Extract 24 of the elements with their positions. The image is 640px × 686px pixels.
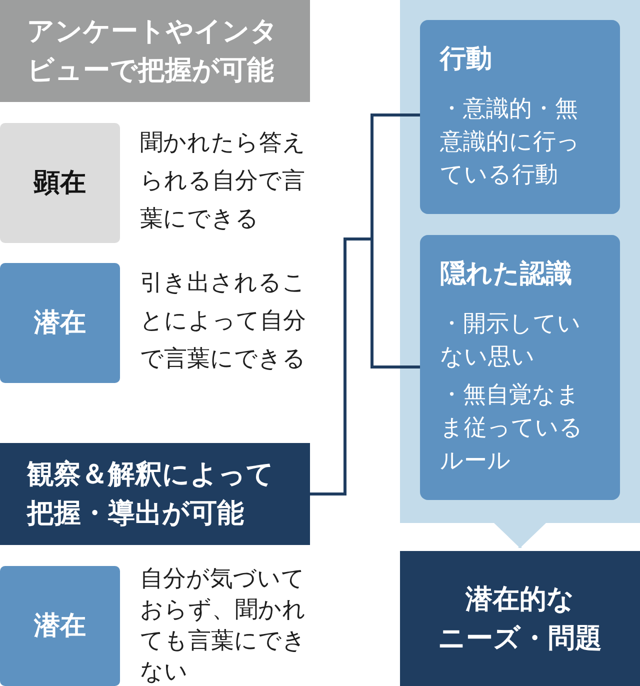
bullet-text: ・無自覚なまま従っているルール	[440, 381, 584, 476]
info-card	[420, 20, 620, 214]
category-tile	[0, 263, 120, 383]
description-text: 引き出されることによって自分で言葉にできる	[140, 269, 307, 374]
header-banner	[0, 443, 310, 545]
banner-text: 観察＆解釈によって把握・導出が可能	[27, 458, 275, 531]
category-label: 顕在	[34, 167, 86, 199]
info-card	[420, 235, 620, 500]
category-tile	[0, 123, 120, 243]
header-banner	[0, 0, 310, 102]
category-tile	[0, 566, 120, 686]
description-text: 自分が気づいておらず、聞かれても言葉にできない	[140, 565, 307, 686]
description-text: 聞かれたら答えられる自分で言葉にできる	[140, 129, 307, 234]
highlight-panel	[400, 0, 640, 523]
bullet-text: ・開示していない思い	[440, 310, 582, 372]
card-heading: 隠れた認識	[440, 259, 573, 289]
card-heading: 行動	[440, 44, 493, 74]
category-label: 潜在	[34, 610, 86, 642]
pointer-arrow	[494, 523, 546, 548]
category-label: 潜在	[34, 307, 86, 339]
result-text: 潜在的なニーズ・問題	[437, 582, 603, 656]
bullet-text: ・意識的・無意識的に行っている行動	[440, 95, 581, 190]
result-banner	[400, 551, 640, 686]
banner-text: アンケートやインタビューで把握が可能	[27, 15, 279, 88]
